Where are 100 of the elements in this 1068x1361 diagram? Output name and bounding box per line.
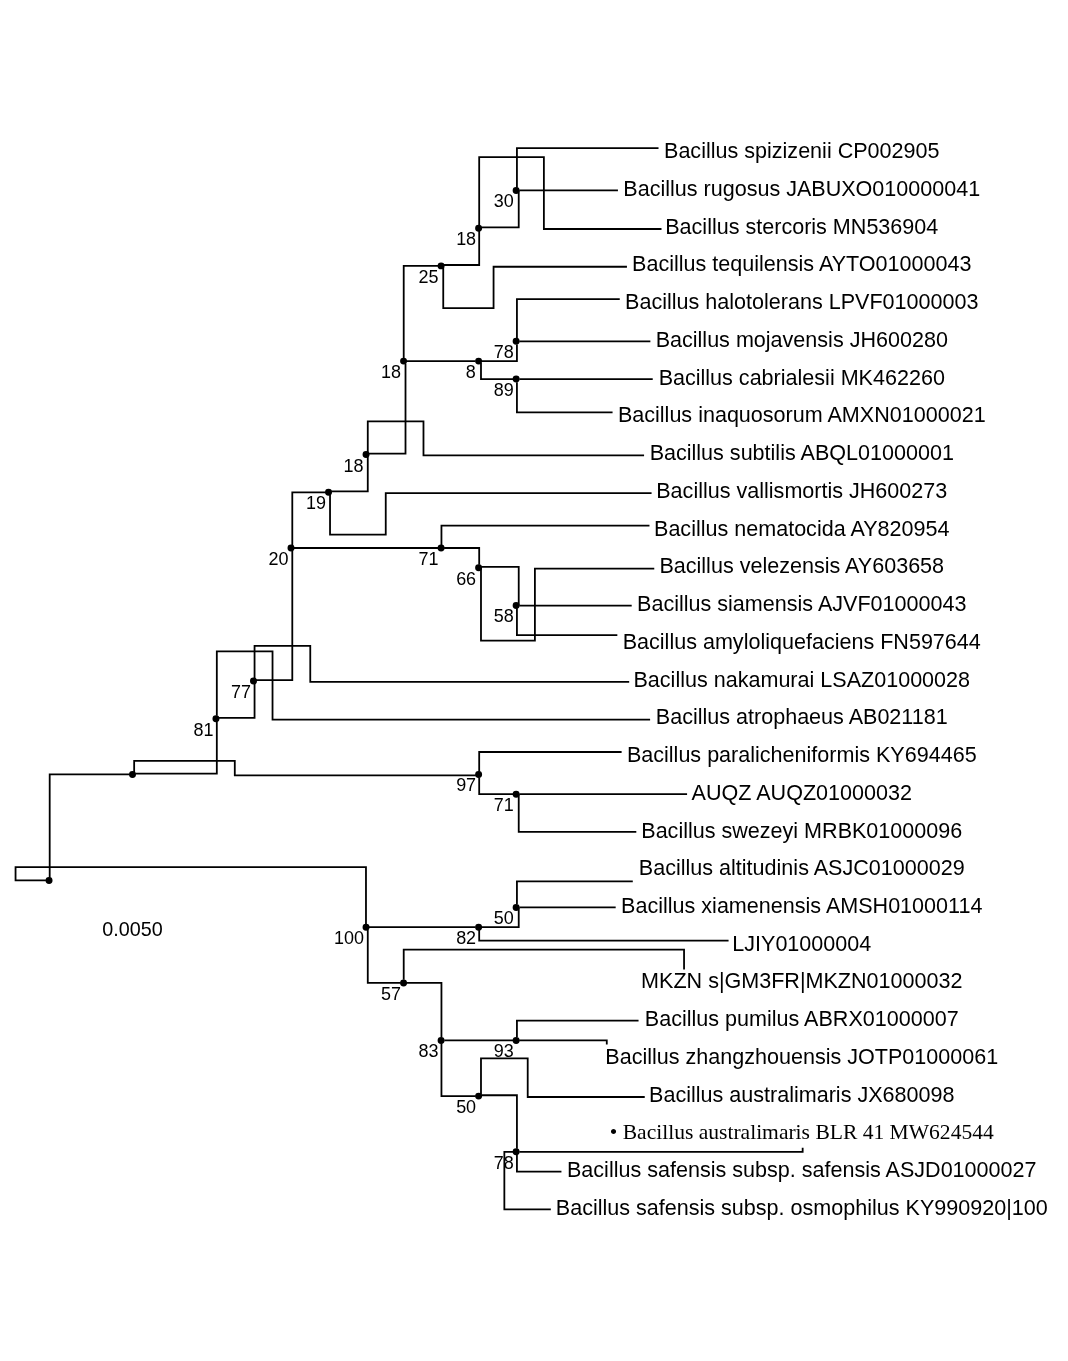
- connector: [516, 146, 660, 189]
- node-text: Bacillus paralicheniformis KY694465: [626, 741, 977, 767]
- node-text: Bacillus nematocida AY820954: [654, 515, 950, 541]
- connector: [253, 644, 631, 683]
- node-point: [512, 375, 520, 383]
- node-text: Bacillus spizizenii CP002905: [664, 137, 940, 163]
- node-label: 83: [418, 1040, 439, 1061]
- node-text: MKZN s|GM3FR|MKZN01000032: [641, 967, 963, 993]
- node-text: Bacillus australimaris JX680098: [649, 1081, 955, 1107]
- connector: [516, 606, 619, 636]
- node-point: [437, 261, 445, 269]
- node-label: 97: [456, 774, 477, 795]
- node-label: 89: [493, 379, 514, 400]
- node-label: 19: [306, 492, 327, 513]
- connector: [402, 948, 685, 981]
- node-text: Bacillus stercoris MN536904: [665, 213, 939, 239]
- node-point: [512, 903, 520, 911]
- connector: [518, 339, 652, 342]
- node-text: Bacillus altitudinis ASJC01000029: [638, 854, 965, 880]
- node-point: [362, 923, 370, 931]
- node-point: [475, 563, 483, 571]
- connector: [480, 189, 520, 228]
- connector: [516, 879, 634, 905]
- connector: [518, 604, 633, 606]
- node-point: [325, 488, 332, 496]
- node-text: Bacillus pumilus ABRX01000007: [644, 1005, 959, 1031]
- node-label: 71: [493, 794, 514, 815]
- connector: [443, 1039, 514, 1041]
- node-point: [400, 978, 408, 986]
- node-point: [437, 1036, 445, 1044]
- node-text: Bacillus tequilensis AYTO01000043: [632, 250, 972, 276]
- connector: [478, 750, 623, 773]
- node-point: [475, 923, 483, 931]
- connector: [517, 792, 638, 833]
- node-text: Bacillus zhangzhouensis JOTP01000061: [605, 1043, 999, 1069]
- node-point: [362, 450, 370, 458]
- node-text: • Bacillus australimaris BLR 41 MW624544: [609, 1119, 994, 1144]
- node-label: 100: [334, 927, 365, 948]
- node-point: [475, 1092, 483, 1100]
- node-text: Bacillus mojavensis JH600280: [655, 326, 948, 352]
- node-label: 58: [493, 605, 514, 626]
- connector: [516, 297, 621, 339]
- node-point: [250, 677, 257, 684]
- node-text: Bacillus vallismortis JH600273: [656, 477, 948, 503]
- node-label: 50: [493, 907, 514, 928]
- connector: [518, 1039, 608, 1045]
- node-point: [475, 357, 483, 365]
- node-label: 93: [493, 1040, 514, 1061]
- node-point: [512, 1036, 520, 1044]
- node-point: [475, 224, 483, 232]
- connector: [518, 792, 688, 795]
- connector: [480, 565, 520, 606]
- connector: [516, 380, 614, 413]
- connector: [292, 546, 440, 549]
- node-text: Bacillus subtilis ABQL01000001: [649, 439, 954, 465]
- connector: [215, 649, 651, 720]
- connector: [480, 1057, 646, 1098]
- connector: [291, 490, 327, 547]
- node-text: LJIY01000004: [732, 930, 872, 956]
- connector: [14, 865, 367, 925]
- node-text: Bacillus amyloliquefaciens FN597644: [622, 628, 981, 654]
- connector: [405, 981, 443, 1038]
- connector: [480, 567, 656, 641]
- connector: [443, 546, 481, 566]
- node-label: 50: [456, 1096, 477, 1117]
- connector: [480, 361, 515, 380]
- connector: [255, 548, 294, 681]
- node-point: [475, 770, 483, 778]
- connector: [442, 265, 628, 309]
- node-text: Bacillus xiamenensis AMSH01000114: [621, 892, 983, 918]
- node-point: [512, 186, 520, 194]
- connector: [516, 1153, 563, 1172]
- node-text: Bacillus safensis subsp. osmophilus KY990920|100: [555, 1194, 1048, 1220]
- node-text: Bacillus cabrialesii MK462260: [658, 364, 945, 390]
- connector: [133, 759, 477, 776]
- node-label: 71: [418, 548, 439, 569]
- node-label: 81: [193, 719, 214, 740]
- node-label: 25: [418, 266, 439, 287]
- connector: [440, 1042, 477, 1097]
- connector: [442, 229, 481, 266]
- node-point: [400, 357, 408, 365]
- node-label: 20: [268, 548, 289, 569]
- node-label: 18: [456, 228, 477, 249]
- connector: [518, 377, 654, 380]
- node-label: 30: [493, 190, 514, 211]
- node-label: 66: [456, 568, 477, 589]
- connector: [366, 928, 402, 984]
- connector: [480, 1093, 518, 1150]
- node-point: [437, 544, 445, 551]
- connector: [367, 925, 477, 928]
- connector: [518, 189, 619, 191]
- node-label: 8: [465, 361, 476, 382]
- node-text: Bacillus siamensis AJVF01000043: [637, 590, 967, 616]
- connector: [503, 1150, 552, 1210]
- connector: [217, 682, 256, 719]
- connector: [48, 773, 131, 879]
- node-text: Bacillus velezensis AY603658: [659, 552, 945, 578]
- connector: [518, 1146, 804, 1153]
- node-text: Bacillus nakamurai LSAZ01000028: [633, 666, 971, 692]
- node-label: 57: [381, 983, 402, 1004]
